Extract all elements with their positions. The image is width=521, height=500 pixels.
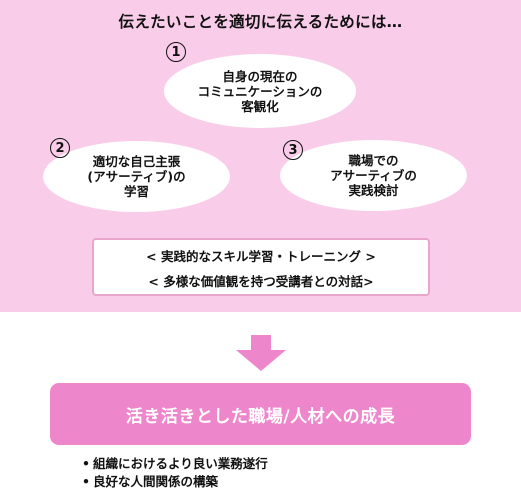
down-arrow-icon: [236, 335, 286, 371]
step-1-number: 1: [166, 42, 186, 62]
method-item: < 実践的なスキル学習・トレーニング >: [146, 249, 376, 264]
bullet-icon: •: [82, 474, 90, 489]
step-3-ellipse: 職場での アサーティブの 実践検討: [280, 140, 467, 211]
result-banner: 活き活きとした職場/人材への成長: [50, 383, 471, 445]
list-item-label: 良好な人間関係の構築: [93, 474, 219, 489]
methods-box: < 実践的なスキル学習・トレーニング > < 多様な価値観を持つ受講者との対話>: [92, 238, 430, 296]
bullet-icon: •: [82, 456, 90, 471]
step-1-ellipse: 自身の現在の コミュニケーションの 客観化: [164, 54, 356, 128]
benefit-list: •組織におけるより良い業務遂行 •良好な人間関係の構築: [82, 455, 268, 491]
step-3-label: 職場での アサーティブの 実践検討: [330, 153, 417, 198]
list-item: •良好な人間関係の構築: [82, 473, 268, 491]
method-item: < 多様な価値観を持つ受講者との対話>: [148, 274, 374, 289]
step-1-label: 自身の現在の コミュニケーションの 客観化: [197, 68, 323, 114]
step-3-number: 3: [283, 140, 303, 160]
result-label: 活き活きとした職場/人材への成長: [125, 406, 396, 427]
diagram-title: 伝えたいことを適切に伝えるためには…: [118, 13, 403, 31]
list-item-label: 組織におけるより良い業務遂行: [93, 456, 268, 471]
list-item: •組織におけるより良い業務遂行: [82, 455, 268, 473]
step-2-ellipse: 適切な自己主張 (アサーティブ)の 学習: [43, 141, 230, 212]
step-2-label: 適切な自己主張 (アサーティブ)の 学習: [87, 154, 186, 199]
step-2-number: 2: [50, 138, 70, 158]
